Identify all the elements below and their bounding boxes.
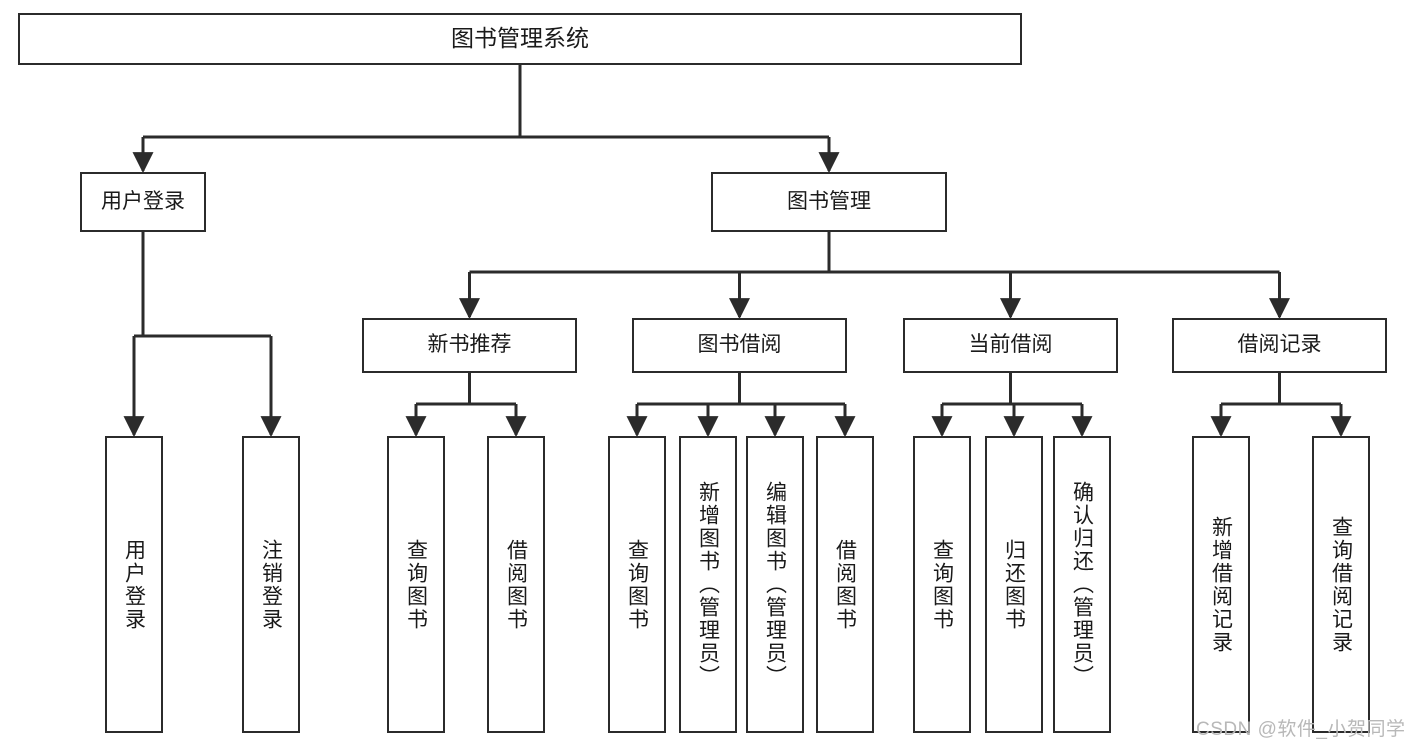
node-book-management[interactable]: 图书管理 — [711, 172, 947, 232]
node-leaf-confirm-return-admin[interactable]: 确认归还（管理员） — [1053, 436, 1111, 733]
node-leaf-query-books-borrow-label: 查询图书 — [625, 538, 649, 631]
node-leaf-query-books-recommend[interactable]: 查询图书 — [387, 436, 445, 733]
node-leaf-add-book-admin[interactable]: 新增图书（管理员） — [679, 436, 737, 733]
node-user-login-label: 用户登录 — [101, 189, 185, 213]
node-user-login[interactable]: 用户登录 — [80, 172, 206, 232]
node-leaf-confirm-return-admin-label: 确认归还（管理员） — [1070, 481, 1094, 688]
node-leaf-query-books-recommend-label: 查询图书 — [404, 538, 428, 631]
node-leaf-borrow-books-borrow[interactable]: 借阅图书 — [816, 436, 874, 733]
node-current-borrow[interactable]: 当前借阅 — [903, 318, 1118, 373]
node-leaf-logout-label: 注销登录 — [259, 538, 283, 631]
node-leaf-user-login-label: 用户登录 — [122, 538, 146, 631]
node-leaf-query-borrow-record[interactable]: 查询借阅记录 — [1312, 436, 1370, 733]
node-current-borrow-label: 当前借阅 — [968, 333, 1053, 357]
node-leaf-edit-book-admin[interactable]: 编辑图书（管理员） — [746, 436, 804, 733]
node-leaf-edit-book-admin-label: 编辑图书（管理员） — [763, 481, 787, 688]
node-leaf-borrow-books-recommend[interactable]: 借阅图书 — [487, 436, 545, 733]
node-leaf-return-books-label: 归还图书 — [1002, 538, 1026, 631]
node-borrow-records-label: 借阅记录 — [1237, 333, 1322, 357]
csdn-watermark: CSDN @软件_小贺同学 — [1196, 719, 1405, 740]
node-leaf-query-books-borrow[interactable]: 查询图书 — [608, 436, 666, 733]
node-book-borrow-label: 图书借阅 — [697, 333, 782, 357]
node-new-book-recommend-label: 新书推荐 — [427, 333, 512, 357]
node-leaf-user-login[interactable]: 用户登录 — [105, 436, 163, 733]
node-leaf-add-borrow-record[interactable]: 新增借阅记录 — [1192, 436, 1250, 733]
node-leaf-return-books[interactable]: 归还图书 — [985, 436, 1043, 733]
node-root[interactable]: 图书管理系统 — [18, 13, 1022, 65]
node-book-management-label: 图书管理 — [787, 189, 871, 213]
node-leaf-add-book-admin-label: 新增图书（管理员） — [696, 481, 720, 688]
node-root-label: 图书管理系统 — [451, 25, 589, 52]
node-borrow-records[interactable]: 借阅记录 — [1172, 318, 1387, 373]
node-leaf-logout[interactable]: 注销登录 — [242, 436, 300, 733]
node-leaf-borrow-books-recommend-label: 借阅图书 — [504, 538, 528, 631]
node-new-book-recommend[interactable]: 新书推荐 — [362, 318, 577, 373]
node-leaf-borrow-books-borrow-label: 借阅图书 — [833, 538, 857, 631]
node-book-borrow[interactable]: 图书借阅 — [632, 318, 847, 373]
node-leaf-query-borrow-record-label: 查询借阅记录 — [1329, 515, 1353, 654]
node-leaf-query-books-current-label: 查询图书 — [930, 538, 954, 631]
node-leaf-add-borrow-record-label: 新增借阅记录 — [1209, 515, 1233, 654]
node-leaf-query-books-current[interactable]: 查询图书 — [913, 436, 971, 733]
